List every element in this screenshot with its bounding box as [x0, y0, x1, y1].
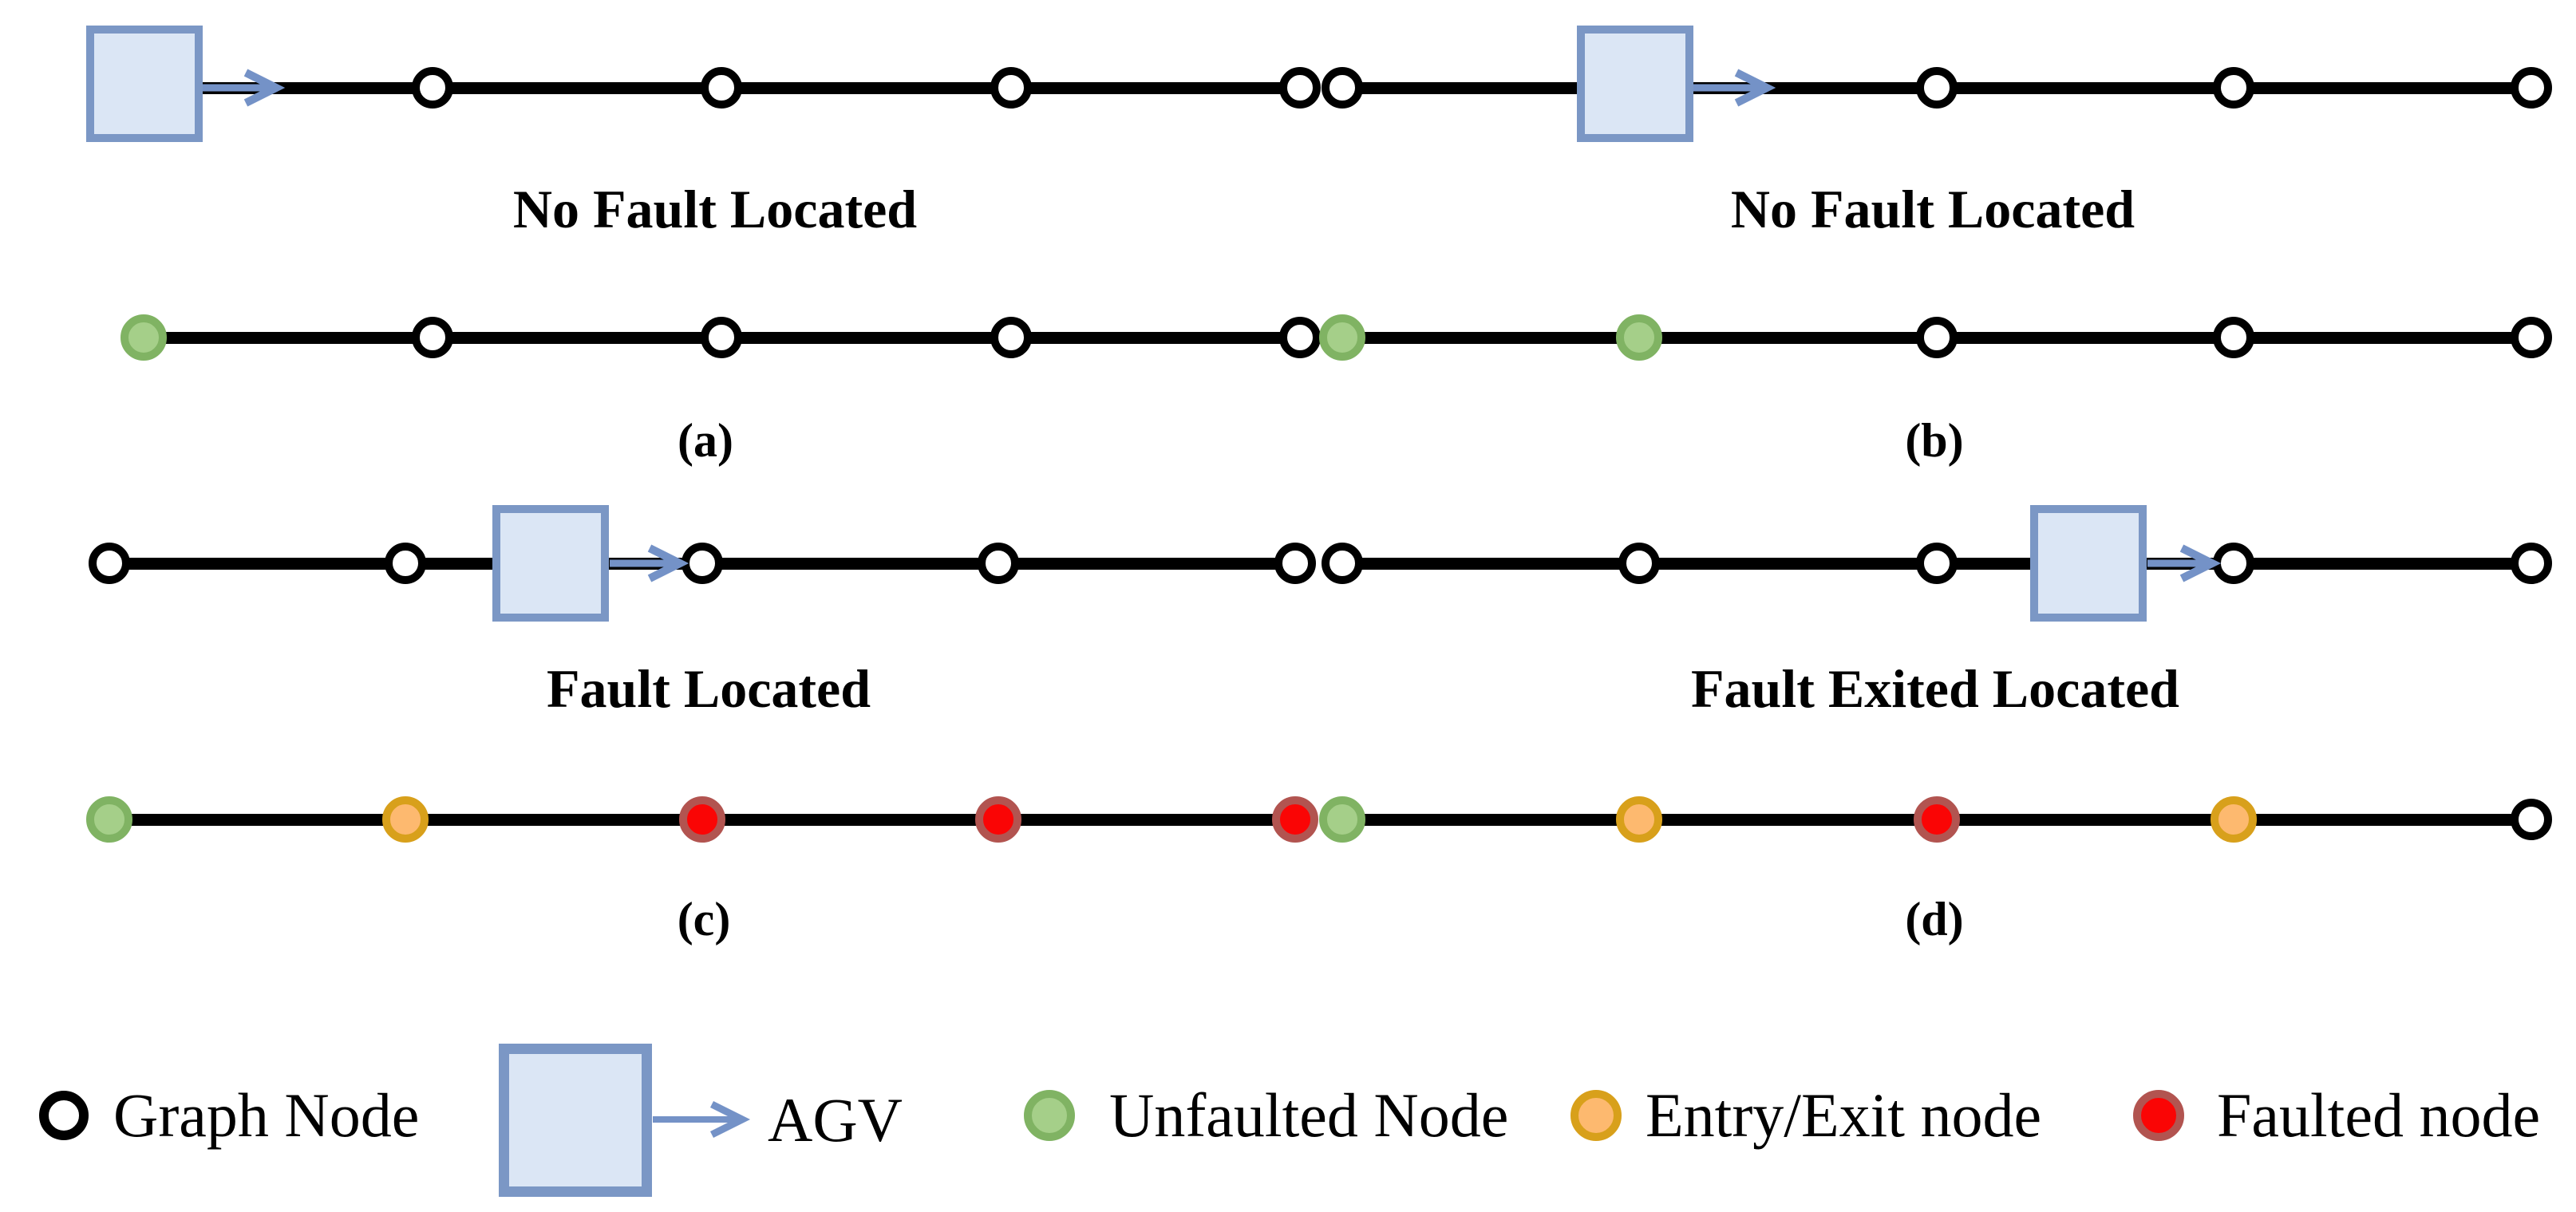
graph-node-white	[1279, 317, 1321, 358]
graph-node-white	[2511, 543, 2552, 584]
panel-d-label: (d)	[1905, 893, 1964, 946]
graph-node-white	[990, 67, 1032, 109]
graph-node-green	[1024, 1090, 1075, 1141]
legend-agv-icon	[499, 1044, 652, 1197]
graph-node-white	[701, 67, 742, 109]
graph-node-white	[1279, 67, 1321, 109]
graph-node-white	[89, 543, 130, 584]
legend-agv-label: AGV	[768, 1085, 903, 1155]
graph-node-green	[1319, 796, 1365, 843]
panel-a-label: (a)	[678, 414, 733, 467]
graph-node-white	[990, 317, 1032, 358]
graph-node-white	[682, 543, 723, 584]
graph-node-white	[2213, 67, 2254, 109]
graph-node-white	[1916, 67, 1958, 109]
graph-node-red	[679, 796, 725, 843]
agv-box	[1577, 26, 1693, 142]
graph-node-orange	[382, 796, 429, 843]
graph-node-white	[2511, 799, 2552, 840]
graph-node-legend-black	[39, 1091, 89, 1140]
graph-node-green	[1319, 314, 1365, 361]
panel-c-caption: Fault Located	[546, 658, 871, 719]
graph-node-white	[1322, 543, 1363, 584]
panel-b-caption: No Fault Located	[1730, 179, 2135, 239]
graph-node-green	[1616, 314, 1662, 361]
graph-node-white	[1274, 543, 1316, 584]
graph-node-white	[1618, 543, 1660, 584]
graph-node-white	[412, 317, 453, 358]
graph-node-white	[1916, 543, 1958, 584]
agv-box	[492, 505, 609, 622]
agv-box	[2030, 505, 2147, 622]
graph-node-white	[978, 543, 1019, 584]
legend-entry-exit-node-label: Entry/Exit node	[1646, 1080, 2042, 1150]
panel-a-caption: No Fault Located	[512, 179, 918, 239]
graph-node-white	[385, 543, 426, 584]
panel-b-label: (b)	[1905, 414, 1964, 467]
graph-node-white	[1322, 67, 1363, 109]
graph-node-green	[121, 314, 167, 361]
agv-box	[86, 26, 203, 142]
graph-node-orange	[1616, 796, 1662, 843]
graph-node-green	[86, 796, 132, 843]
graph-node-white	[701, 317, 742, 358]
legend-unfaulted-node-label: Unfaulted Node	[1109, 1080, 1509, 1150]
panel-c-label: (c)	[677, 893, 731, 946]
legend-graph-node-label: Graph Node	[113, 1080, 420, 1150]
graph-node-white	[1916, 317, 1958, 358]
graph-node-red	[975, 796, 1021, 843]
graph-node-white	[412, 67, 453, 109]
graph-node-white	[2511, 67, 2552, 109]
legend-faulted-node-label: Faulted node	[2217, 1080, 2541, 1150]
graph-node-red	[1272, 796, 1318, 843]
graph-node-orange	[2211, 796, 2257, 843]
panel-d-caption: Fault Exited Located	[1691, 658, 2179, 719]
graph-node-white	[2511, 317, 2552, 358]
graph-node-red	[2133, 1090, 2184, 1141]
graph-node-white	[2213, 317, 2254, 358]
graph-node-red	[1914, 796, 1960, 843]
graph-node-white	[2213, 543, 2254, 584]
graph-node-orange	[1570, 1090, 1622, 1141]
